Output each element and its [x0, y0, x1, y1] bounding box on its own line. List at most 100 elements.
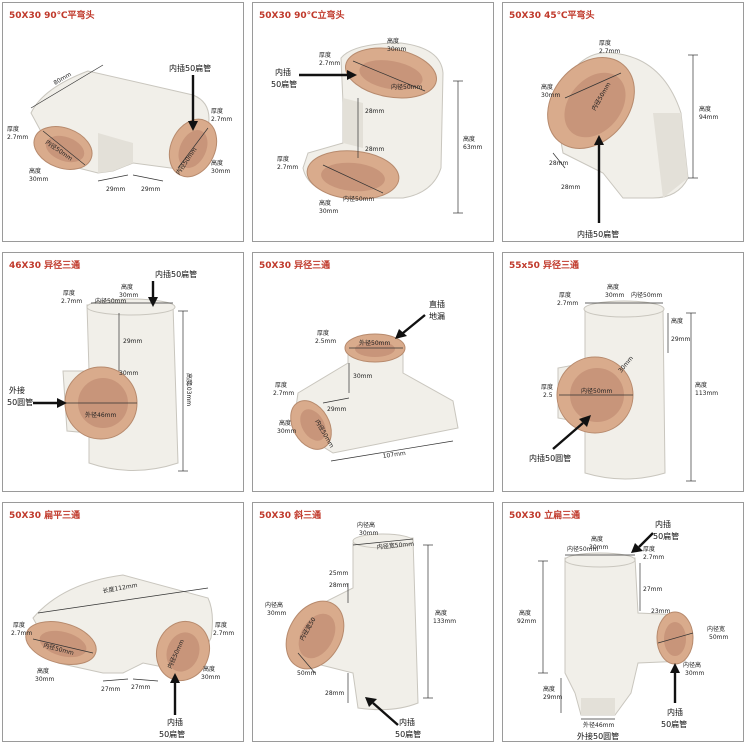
- callout-label: 内插50扁管: [577, 229, 619, 239]
- inner-h2: 30mm: [359, 530, 378, 537]
- height1: 高度: [279, 419, 291, 427]
- seg1: 27mm: [643, 586, 662, 593]
- cell-50x30-oblique-tee: 50X30 斜三通 内径高 30mm 内径宽50mm 25mm 28mm 内径高…: [252, 502, 494, 742]
- callout-2: 50扁管: [159, 729, 185, 739]
- cell-title: 50X30 斜三通: [259, 511, 322, 521]
- cell-title: 50X30 90℃平弯头: [9, 11, 95, 21]
- thick-r2: 2.7mm: [211, 116, 232, 123]
- callout-l2: 50扁管: [271, 79, 297, 89]
- cell-50x30-reducing-tee: 50X30 异径三通 厚度 2.5mm 外径50mm 30mm 厚度 2.7mm…: [252, 252, 494, 492]
- inner-h1: 内径高: [683, 661, 701, 669]
- height-r2: 30mm: [211, 168, 230, 175]
- seg2: 28mm: [365, 146, 384, 153]
- flat-tee-illustration: 长度112mm 厚度 2.7mm 内径50mm 高度 30mm 27mm 27m…: [11, 574, 234, 739]
- 45-elbow-illustration: 厚度 2.7mm 高度 30mm 内径50mm 28mm 28mm 高度 94m…: [541, 39, 718, 239]
- outer-label: 外径46mm: [85, 411, 116, 419]
- flat-elbow-illustration: 80mm 厚度 2.7mm 高度 30mm 内径50mm 29mm 29mm 厚…: [7, 63, 232, 193]
- thick-t2: 2.7mm: [319, 60, 340, 67]
- inner-r1: 内径宽: [707, 625, 725, 633]
- height-r1: 高度: [203, 665, 215, 673]
- cell-title: 50X30 异径三通: [259, 261, 331, 271]
- height-l1: 高度: [29, 167, 41, 175]
- cell-title: 50X30 90℃立弯头: [259, 11, 345, 21]
- cell-55x50-reducing-tee: 55x50 异径三通 高度 30mm 内径50mm 厚度 2.7mm 高度 29…: [502, 252, 744, 492]
- cell-46x30-reducing-tee: 46X30 异径三通 高度 30mm 厚度 2.7mm 内径50mm 29mm …: [2, 252, 244, 492]
- callout-b: 外接50圆管: [577, 731, 619, 741]
- thick-t2: 2.5mm: [315, 338, 336, 345]
- callout-l1: 内插: [275, 67, 291, 77]
- thick2: 2.7mm: [61, 298, 82, 305]
- inner-label: 内径50mm: [95, 297, 126, 305]
- vertical-elbow-illustration: 厚度 2.7mm 高度 30mm 内径50mm 28mm 28mm 厚度 2.7…: [271, 37, 482, 215]
- thick-l2: 2.7mm: [7, 134, 28, 141]
- thick-t1: 厚度: [319, 51, 331, 59]
- callout-top: 内插50扁管: [155, 269, 197, 279]
- height2: 30mm: [541, 92, 560, 99]
- total2: 103mm: [185, 383, 192, 406]
- seg-r1: 高度: [671, 317, 683, 325]
- seg2: 28mm: [329, 582, 348, 589]
- cell-45-flat-elbow: 50X30 45℃平弯头 厚度 2.7mm 高度 30mm 内径50mm 28m…: [502, 2, 744, 242]
- thick1: 厚度: [559, 291, 571, 299]
- height2: 30mm: [119, 292, 138, 299]
- seg2: 28mm: [561, 184, 580, 191]
- low2: 29mm: [543, 694, 562, 701]
- thick2: 2.7mm: [643, 554, 664, 561]
- height2: 30mm: [589, 544, 608, 551]
- thick-l2: 2.7mm: [273, 390, 294, 397]
- total2: 63mm: [463, 144, 482, 151]
- cell-50x30-flat-tee: 50X30 扁平三通 长度112mm 厚度 2.7mm 内径50mm 高度 30…: [2, 502, 244, 742]
- inner-b: 内径50mm: [343, 195, 374, 203]
- height1: 高度: [541, 83, 553, 91]
- side-label: 50mm: [297, 670, 316, 677]
- seg2: 27mm: [131, 684, 150, 691]
- seg1: 28mm: [365, 108, 384, 115]
- height2: 30mm: [605, 292, 624, 299]
- inner-label: 内径50mm: [567, 545, 598, 553]
- thick-l1: 厚度: [541, 383, 553, 391]
- length-label: 107mm: [382, 450, 406, 460]
- height-l2: 30mm: [29, 176, 48, 183]
- cell-90-vertical-elbow: 50X30 90℃立弯头 厚度 2.7mm 高度 30mm 内径50mm 28m…: [252, 2, 494, 242]
- total1: 高度: [699, 105, 711, 113]
- total2: 133mm: [433, 618, 456, 625]
- seg1: 29mm: [106, 186, 125, 193]
- thick1: 厚度: [63, 289, 75, 297]
- oblique-tee-illustration: 内径高 30mm 内径宽50mm 25mm 28mm 内径高 30mm 内径宽5…: [265, 521, 456, 739]
- floor-drain-tee-illustration: 厚度 2.5mm 外径50mm 30mm 厚度 2.7mm 29mm 高度 30…: [273, 299, 459, 462]
- cell-90-flat-elbow: 50X30 90℃平弯头 80mm 厚度 2.7mm 高度 30mm 内径50m…: [2, 2, 244, 242]
- seg1: 29mm: [123, 338, 142, 345]
- thick-l2: 2.5: [543, 392, 553, 399]
- thick-r2: 2.7mm: [213, 630, 234, 637]
- total1: 高度: [185, 373, 193, 385]
- inner-l1: 内径高: [265, 601, 283, 609]
- low1: 高度: [543, 685, 555, 693]
- callout-1: 内插: [167, 717, 183, 727]
- height1: 高度: [607, 283, 619, 291]
- callout-l2: 50圆管: [7, 397, 33, 407]
- seg1: 28mm: [549, 160, 568, 167]
- callout-2: 50扁管: [395, 729, 421, 739]
- seg2: 30mm: [119, 370, 138, 377]
- inner-b: 内径50mm: [581, 387, 612, 395]
- callout-label: 内插50圆管: [529, 453, 571, 463]
- outer-label: 外径46mm: [583, 721, 614, 729]
- thick2: 2.7mm: [599, 48, 620, 55]
- seg-r2: 29mm: [671, 336, 690, 343]
- height2: 30mm: [277, 428, 296, 435]
- vertical-flat-tee-illustration: 高度 30mm 内径50mm 厚度 2.7mm 27mm 23mm 高度 92m…: [517, 519, 728, 741]
- reducing-tee-illustration: 高度 30mm 厚度 2.7mm 内径50mm 29mm 30mm 外径46mm…: [7, 269, 197, 472]
- seg2: 29mm: [141, 186, 160, 193]
- callout-1: 内插: [399, 717, 415, 727]
- callout-t1: 内插: [655, 519, 671, 529]
- total2: 92mm: [517, 618, 536, 625]
- inner-t: 内径50mm: [391, 83, 422, 91]
- cell-title: 50X30 扁平三通: [9, 511, 81, 521]
- total2: 94mm: [699, 114, 718, 121]
- cell-50x30-vertical-flat-tee: 50X30 立扁三通 高度 30mm 内径50mm 厚度 2.7mm 27mm …: [502, 502, 744, 742]
- height1: 高度: [121, 283, 133, 291]
- callout-l1: 外接: [9, 385, 25, 395]
- cell-title: 50X30 立扁三通: [509, 511, 581, 521]
- seg3: 28mm: [325, 690, 344, 697]
- height1: 高度: [591, 535, 603, 543]
